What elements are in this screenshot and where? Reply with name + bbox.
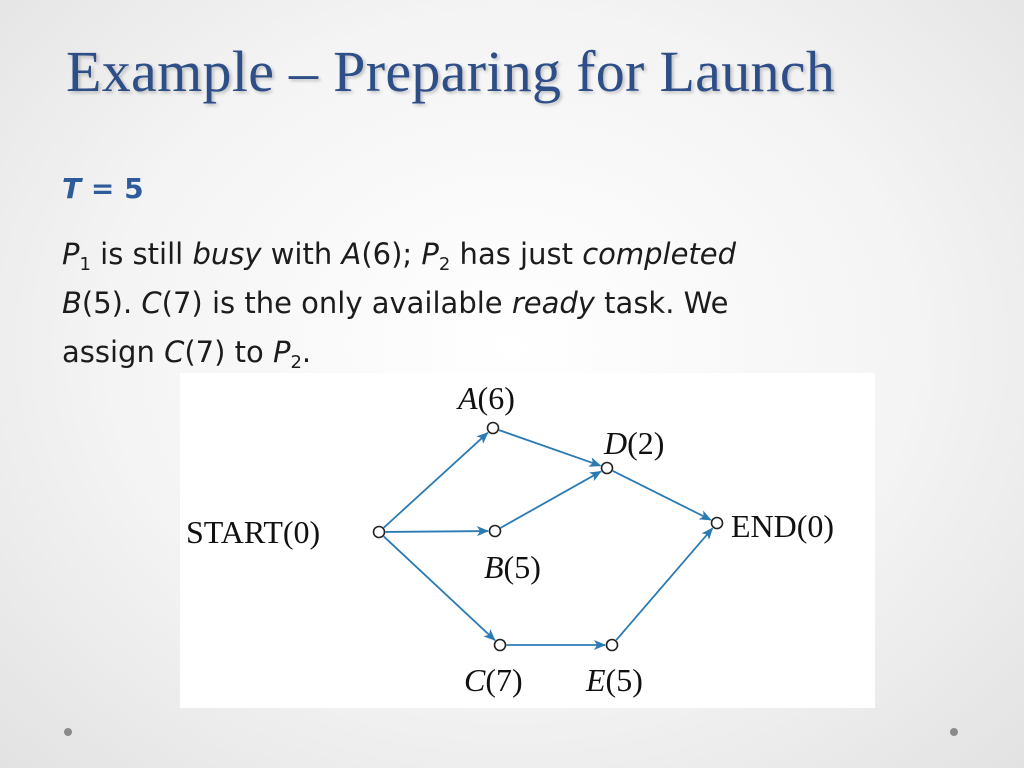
- completed-word: completed: [582, 237, 737, 271]
- node-d-circle: [600, 461, 614, 475]
- node-start-label: START(0): [186, 514, 320, 550]
- corner-dot-right: [950, 728, 958, 736]
- text-segment: .: [301, 335, 312, 369]
- ready-word: ready: [511, 286, 595, 320]
- edge-e-to-end: [615, 527, 714, 641]
- node-c-duration: (7): [485, 662, 522, 698]
- node-end-duration: (0): [797, 508, 834, 544]
- slide-body-text: P1 is still busy with A(6); P2 has just …: [62, 230, 962, 377]
- text-segment: assign: [62, 335, 165, 369]
- processor-p2: P: [272, 335, 291, 369]
- node-e-duration: (5): [606, 662, 643, 698]
- node-end-label: END(0): [731, 508, 834, 544]
- time-value: = 5: [90, 172, 144, 205]
- edge-start-to-c: [383, 535, 496, 641]
- node-e-label: E(5): [585, 662, 643, 698]
- text-segment: (6);: [361, 237, 422, 271]
- node-b-name: B: [484, 549, 504, 585]
- node-c-label: C(7): [464, 662, 523, 698]
- edge-start-to-a: [383, 432, 489, 529]
- busy-word: busy: [192, 237, 262, 271]
- node-e-name: E: [585, 662, 606, 698]
- node-b-circle: [488, 524, 502, 538]
- text-segment: is still: [90, 237, 193, 271]
- processor-p1-subscript: 1: [79, 254, 91, 275]
- node-d-label: D(2): [603, 425, 664, 461]
- text-segment: task. We: [594, 286, 729, 320]
- slide-title: Example – Preparing for Launch: [66, 39, 836, 104]
- node-d-duration: (2): [627, 425, 664, 461]
- node-a-circle: [486, 421, 500, 435]
- node-c-name: C: [464, 662, 486, 698]
- processor-p2-subscript: 2: [438, 254, 451, 275]
- task-graph-svg: START(0)A(6)B(5)C(7)D(2)E(5)END(0): [186, 380, 834, 698]
- body-line-2: B(5). C(7) is the only available ready t…: [62, 279, 962, 328]
- text-segment: (7) is the only available: [161, 286, 512, 320]
- time-label: T = 5: [62, 172, 144, 205]
- processor-p1: P: [62, 237, 80, 271]
- node-e-circle: [605, 638, 619, 652]
- node-a-name: A: [456, 380, 478, 416]
- time-variable: T: [62, 172, 82, 205]
- task-c: C: [141, 286, 162, 320]
- node-start-name: START: [186, 514, 283, 550]
- body-line-1: P1 is still busy with A(6); P2 has just …: [62, 230, 962, 279]
- processor-p2-subscript: 2: [290, 352, 302, 373]
- edge-a-to-d: [498, 429, 602, 467]
- node-a-duration: (6): [478, 380, 515, 416]
- edge-d-to-end: [612, 470, 712, 521]
- node-a-label: A(6): [456, 380, 515, 416]
- task-b: B: [62, 286, 82, 320]
- task-c: C: [164, 335, 185, 369]
- task-graph-diagram: START(0)A(6)B(5)C(7)D(2)E(5)END(0): [180, 373, 875, 708]
- node-d-name: D: [603, 425, 627, 461]
- processor-p2: P: [421, 237, 439, 271]
- text-segment: with: [261, 237, 342, 271]
- node-c-circle: [493, 638, 507, 652]
- corner-dot-left: [64, 728, 72, 736]
- node-b-duration: (5): [504, 549, 541, 585]
- text-segment: (7) to: [184, 335, 273, 369]
- text-segment: (5).: [81, 286, 142, 320]
- task-a: A: [341, 237, 362, 271]
- node-b-label: B(5): [484, 549, 541, 585]
- edge-start-to-b: [385, 526, 490, 537]
- node-end-circle: [710, 516, 724, 530]
- edge-b-to-d: [500, 470, 602, 529]
- node-end-name: END: [731, 508, 797, 544]
- body-line-3: assign C(7) to P2.: [62, 328, 962, 377]
- node-start-duration: (0): [283, 514, 320, 550]
- text-segment: has just: [450, 237, 583, 271]
- node-start-circle: [372, 525, 386, 539]
